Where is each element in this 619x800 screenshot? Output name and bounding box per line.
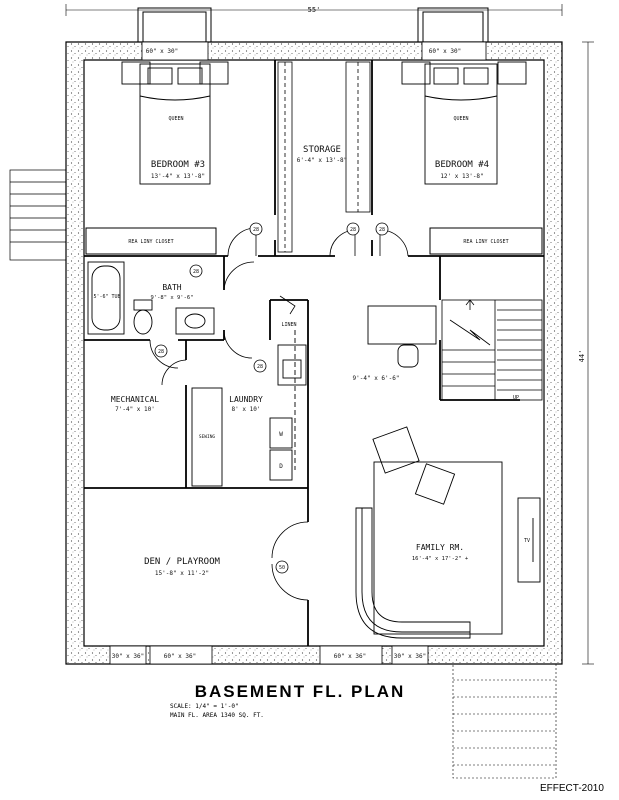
room-labels: BEDROOM #3 13'-4" x 13'-8" STORAGE 6'-4"… <box>111 145 489 577</box>
room-size-mechanical: 7'-4" x 10' <box>115 406 155 413</box>
svg-text:60" x 36": 60" x 36" <box>164 653 197 660</box>
svg-text:28: 28 <box>253 227 259 233</box>
svg-text:W: W <box>279 431 283 438</box>
room-name-family: FAMILY RM. <box>416 543 464 552</box>
svg-text:TV: TV <box>524 538 530 544</box>
bed-bedroom-4 <box>401 61 527 185</box>
room-name-bedroom-3: BEDROOM #3 <box>151 160 205 170</box>
svg-text:28: 28 <box>379 227 385 233</box>
storage-shelves <box>277 61 371 253</box>
svg-text:UP: UP <box>513 395 519 401</box>
area-note: MAIN FL. AREA 1340 SQ. FT. <box>170 712 264 719</box>
svg-text:60" x 30": 60" x 30" <box>146 48 179 55</box>
svg-text:60" x 30": 60" x 30" <box>429 48 462 55</box>
dimension-top <box>65 4 563 16</box>
room-size-bedroom-4: 12' x 13'-8" <box>440 173 483 180</box>
svg-text:REA LINY CLOSET: REA LINY CLOSET <box>128 239 173 245</box>
room-name-bedroom-4: BEDROOM #4 <box>435 160 489 170</box>
office-desk <box>367 305 437 368</box>
room-name-laundry: LAUNDRY <box>229 395 263 404</box>
room-size-family: 16'-4" x 17'-2" + <box>412 556 469 562</box>
overall-depth: 44' <box>578 350 586 363</box>
exterior-steps-left <box>9 169 68 261</box>
staircase <box>441 299 543 401</box>
svg-text:28: 28 <box>158 349 164 355</box>
wall-windows <box>109 41 487 665</box>
svg-text:28: 28 <box>350 227 356 233</box>
room-name-den: DEN / PLAYROOM <box>144 557 220 567</box>
svg-text:60" x 36": 60" x 36" <box>334 653 367 660</box>
svg-text:REA LINY CLOSET: REA LINY CLOSET <box>463 239 508 245</box>
door-tag-labels: 28 28 28 28 28 28 50 <box>158 227 385 571</box>
svg-text:5'-6" TUB: 5'-6" TUB <box>93 294 120 300</box>
svg-text:28: 28 <box>257 364 263 370</box>
fixture-labels: QUEEN QUEEN REA LINY CLOSET REA LINY CLO… <box>93 116 530 544</box>
drafter-signature: EFFECT-2010 <box>540 783 604 794</box>
bath-fixtures <box>87 261 215 335</box>
scale-note: SCALE: 1/4" = 1'-0" <box>170 703 239 710</box>
exterior-steps-bottom <box>452 662 557 779</box>
svg-text:28: 28 <box>193 269 199 275</box>
svg-text:30" x 36": 30" x 36" <box>394 653 427 660</box>
svg-text:LINEN: LINEN <box>281 322 296 328</box>
closets <box>85 227 543 255</box>
room-size-laundry: 8' x 10' <box>232 406 261 413</box>
room-size-office: 9'-4" x 6'-6" <box>353 375 400 382</box>
room-size-bath: 9'-8" x 9'-6" <box>150 295 193 301</box>
svg-text:D: D <box>279 463 283 470</box>
overall-width: 55' <box>308 6 321 14</box>
window-well-top-right <box>417 7 489 45</box>
room-name-bath: BATH <box>162 283 181 292</box>
window-labels: 60" x 30" 60" x 30" 30" x 36" 60" x 36" … <box>112 48 462 660</box>
family-room-furniture <box>355 426 541 639</box>
room-name-storage: STORAGE <box>303 145 341 155</box>
svg-text:QUEEN: QUEEN <box>168 116 183 122</box>
room-size-den: 15'-8" x 11'-2" <box>155 570 209 577</box>
svg-text:SEWING: SEWING <box>199 434 216 440</box>
room-name-mechanical: MECHANICAL <box>111 395 159 404</box>
foundation-wall <box>65 41 563 665</box>
bed-bedroom-3 <box>121 61 229 185</box>
window-well-top-left <box>137 7 212 45</box>
door-swings <box>149 227 409 601</box>
dimension-right <box>582 41 594 665</box>
svg-text:50: 50 <box>279 565 285 571</box>
svg-text:30" x 36": 30" x 36" <box>112 653 145 660</box>
room-size-storage: 6'-4" x 13'-8" <box>297 157 348 164</box>
svg-text:QUEEN: QUEEN <box>453 116 468 122</box>
plan-title: BASEMENT FL. PLAN <box>194 682 406 701</box>
laundry-fixtures <box>191 330 307 487</box>
door-tags <box>154 222 389 574</box>
room-size-bedroom-3: 13'-4" x 13'-8" <box>151 173 205 180</box>
